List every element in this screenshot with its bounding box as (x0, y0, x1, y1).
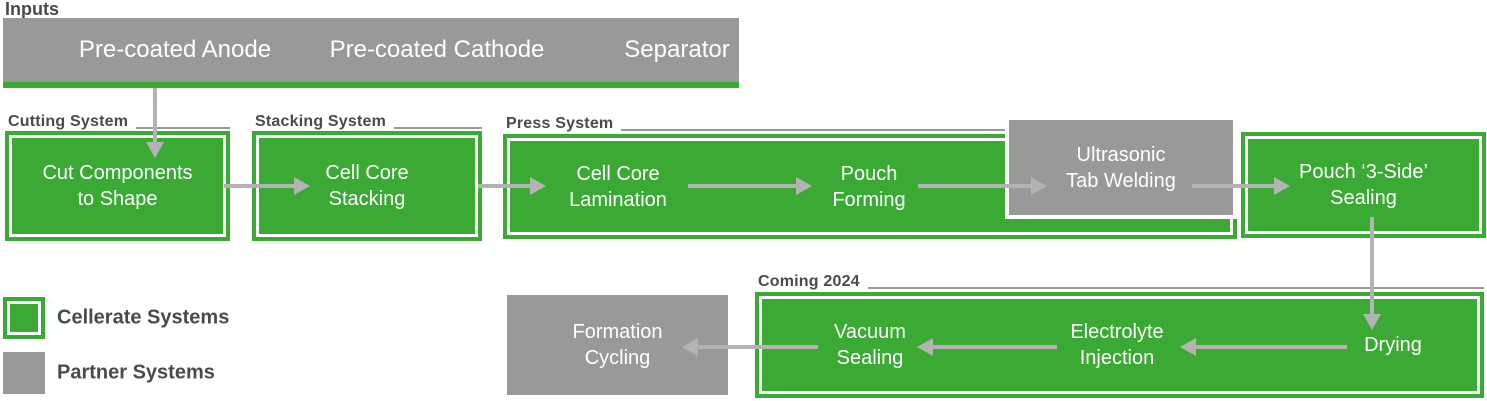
ultrasonic-tab-welding-text: Ultrasonic Tab Welding (1066, 143, 1176, 192)
coming-2024-box-inner: Vacuum Sealing Electrolyte Injection Dry… (759, 296, 1480, 394)
arrow-electrolyte-to-vacuum-line (933, 345, 1057, 349)
cutting-system-label: Cutting System (5, 110, 230, 132)
arrow-cut-to-stacking-line (224, 184, 294, 188)
label-underline (136, 127, 230, 129)
arrow-vacuum-to-formation-head (682, 338, 698, 356)
input-item-anode: Pre-coated Anode (78, 36, 272, 63)
input-item-separator: Separator (624, 36, 730, 63)
arrow-ultrasonic-to-sealing-line (1192, 184, 1274, 188)
cell-core-lamination-text: Cell Core Lamination (569, 162, 667, 211)
arrow-forming-to-ultrasonic-head (1031, 177, 1047, 195)
label-underline (621, 129, 1237, 131)
arrow-drying-to-electrolyte-line (1196, 345, 1347, 349)
stacking-system-label-text: Stacking System (255, 113, 387, 130)
legend-cellerate-swatch-inner (7, 301, 41, 335)
legend-cellerate-swatch (3, 297, 45, 339)
inputs-label: Inputs (5, 0, 59, 19)
arrow-vacuum-to-formation-line (698, 345, 818, 349)
press-system-label: Press System (503, 112, 1237, 134)
cut-components-box: Cut Components to Shape (5, 131, 230, 241)
arrow-stacking-to-lamination-head (530, 177, 546, 195)
arrow-drying-to-electrolyte-head (1180, 338, 1196, 356)
cell-core-stacking-text: Cell Core Stacking (325, 162, 409, 210)
arrow-electrolyte-to-vacuum-head (917, 338, 933, 356)
pouch-3side-sealing-box-inner: Pouch ‘3-Side’ Sealing (1245, 136, 1482, 234)
formation-cycling-text: Formation Cycling (572, 321, 663, 369)
arrow-inputs-to-cutting-line (153, 88, 157, 142)
press-system-box-inner: Cell Core Lamination Pouch Forming (507, 138, 1233, 235)
inputs-bar: Pre-coated Anode Pre-coated Cathode Sepa… (3, 18, 739, 88)
stacking-system-label: Stacking System (252, 110, 482, 132)
cut-components-box-inner: Cut Components to Shape (9, 135, 226, 237)
input-item-cathode: Pre-coated Cathode (329, 36, 545, 63)
arrow-sealing-to-drying-line (1370, 217, 1374, 314)
ultrasonic-tab-welding-box: Ultrasonic Tab Welding (1005, 116, 1237, 219)
legend-partner-swatch (3, 352, 45, 394)
label-underline (867, 287, 1484, 289)
legend-cellerate-label: Cellerate Systems (57, 306, 230, 329)
arrow-forming-to-ultrasonic-line (918, 184, 1031, 188)
arrow-ultrasonic-to-sealing-head (1274, 177, 1290, 195)
drying-text: Drying (1364, 334, 1422, 356)
pouch-forming-text: Pouch Forming (832, 162, 906, 211)
arrow-sealing-to-drying-head (1363, 314, 1381, 330)
coming-2024-box: Vacuum Sealing Electrolyte Injection Dry… (755, 292, 1484, 398)
arrow-cut-to-stacking-head (294, 177, 310, 195)
arrow-inputs-to-cutting-head (146, 142, 164, 158)
vacuum-sealing-text: Vacuum Sealing (834, 321, 906, 369)
electrolyte-injection-text: Electrolyte Injection (1070, 321, 1164, 369)
label-underline (394, 127, 482, 129)
press-system-label-text: Press System (506, 115, 614, 132)
coming-2024-label: Coming 2024 (755, 270, 1484, 292)
arrow-stacking-to-lamination-line (478, 184, 530, 188)
pouch-3side-sealing-text: Pouch ‘3-Side’ Sealing (1299, 161, 1428, 209)
cut-components-text: Cut Components to Shape (42, 162, 193, 210)
coming-2024-label-text: Coming 2024 (758, 273, 860, 290)
legend-partner-label: Partner Systems (57, 361, 215, 384)
arrow-lamination-to-forming-head (796, 177, 812, 195)
cutting-system-label-text: Cutting System (8, 113, 129, 130)
arrow-lamination-to-forming-line (688, 184, 796, 188)
